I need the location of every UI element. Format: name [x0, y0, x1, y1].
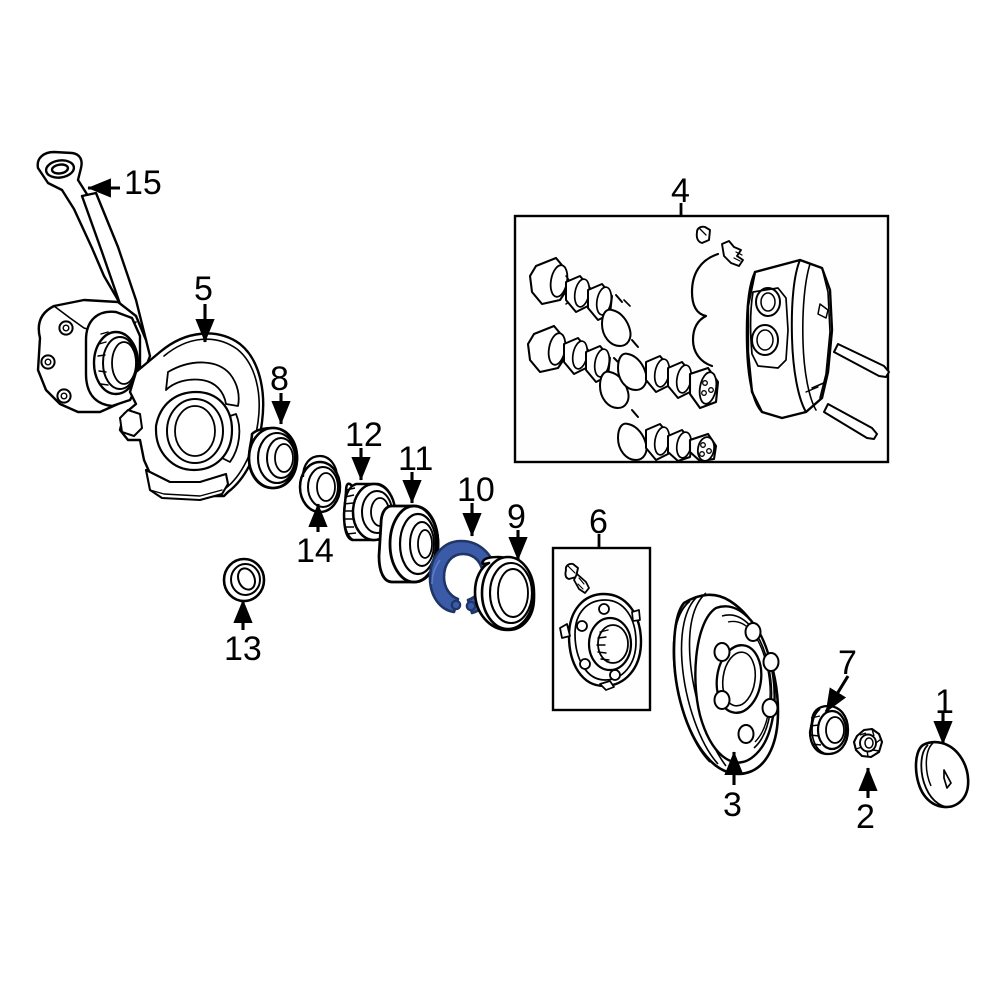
- part-5-brake-dust-splash-shield[interactable]: [118, 332, 265, 502]
- part-1-grease-cap[interactable]: [914, 740, 970, 809]
- callout-label-5[interactable]: 5: [194, 270, 213, 308]
- callout-label-3[interactable]: 3: [723, 786, 742, 824]
- callout-label-10[interactable]: 10: [457, 471, 495, 509]
- part-4-brake-caliper-kit[interactable]: [526, 225, 890, 463]
- callout-label-4[interactable]: 4: [671, 172, 690, 210]
- callout-leader-lines: [87, 178, 953, 798]
- callout-label-1[interactable]: 1: [935, 683, 954, 721]
- part-11-inner-wheel-bearing[interactable]: [377, 504, 440, 584]
- callout-label-7[interactable]: 7: [838, 644, 857, 682]
- callout-label-2[interactable]: 2: [856, 798, 875, 836]
- leader-7: [824, 675, 850, 713]
- part-15-steering-knuckle[interactable]: [36, 150, 152, 414]
- callout-label-6[interactable]: 6: [589, 503, 608, 541]
- part-9-hub-oil-seal[interactable]: [473, 555, 536, 632]
- callout-label-13[interactable]: 13: [224, 630, 262, 668]
- callout-label-11[interactable]: 11: [398, 440, 434, 478]
- part-14-bearing-dust-seal[interactable]: [298, 454, 342, 514]
- part-13-hub-bolt-washer[interactable]: [222, 557, 266, 603]
- callout-label-9[interactable]: 9: [507, 498, 526, 536]
- part-3-brake-rotor-disc[interactable]: [672, 592, 780, 776]
- callout-label-8[interactable]: 8: [270, 360, 289, 398]
- callout-label-15[interactable]: 15: [124, 164, 162, 202]
- callout-label-12[interactable]: 12: [345, 416, 383, 454]
- callout-label-14[interactable]: 14: [296, 532, 334, 570]
- part-2-wheel-lug-nut[interactable]: [852, 727, 884, 759]
- part-7-hub-retaining-nut[interactable]: [808, 704, 850, 756]
- part-6-wheel-hub-kit[interactable]: [559, 562, 643, 691]
- part-8-outer-wheel-bearing[interactable]: [247, 426, 299, 490]
